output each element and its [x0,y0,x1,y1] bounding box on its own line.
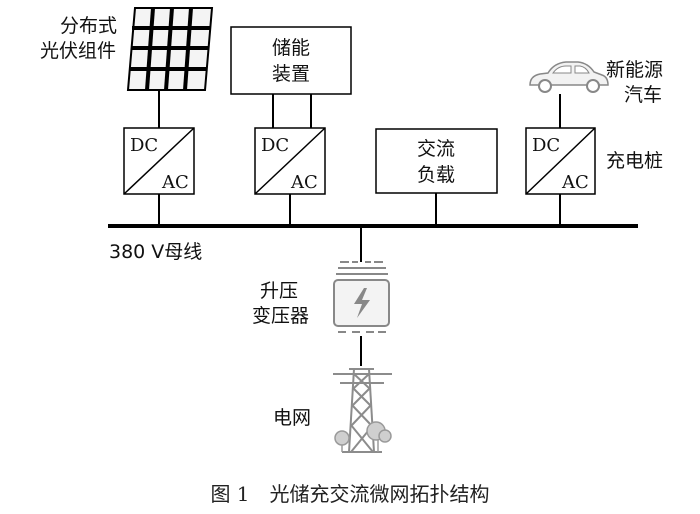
converter-dc-label: DC [532,135,560,156]
converter-dc-label: DC [130,135,158,156]
ev-label-line1: 新能源 [606,59,663,81]
grid-label: 电网 [273,407,311,429]
car-icon [529,61,609,93]
pv-label-line1: 分布式 [60,15,117,37]
transformer-label-line2: 变压器 [252,305,309,327]
energy-storage-box [230,26,352,95]
dc-ac-converter-charger: DC AC [525,127,596,195]
ev-label-line2: 汽车 [624,84,662,106]
bus-label: 380 V母线 [109,241,202,263]
transformer-label-line1: 升压 [260,280,298,302]
dc-ac-converter-storage: DC AC [254,127,326,195]
ac-load-box [375,128,498,194]
tree-icon [334,421,392,452]
converter-dc-label: DC [261,135,289,156]
pv-label-line2: 光伏组件 [40,40,116,62]
transmission-tower-icon [333,368,392,453]
ac-load-label-line2: 负载 [417,164,455,186]
ac-load-label-line1: 交流 [417,138,455,160]
converter-ac-label: AC [561,172,589,193]
storage-label-line1: 储能 [272,37,310,59]
transformer-icon [333,261,390,333]
converter-ac-label: AC [161,172,189,193]
converter-ac-label: AC [290,172,318,193]
storage-label-line2: 装置 [272,63,310,85]
charger-label: 充电桩 [606,150,663,172]
solar-panel-icon [126,7,214,91]
dc-ac-converter-pv: DC AC [123,127,195,195]
figure-caption: 图 1 光储充交流微网拓扑结构 [210,482,489,506]
